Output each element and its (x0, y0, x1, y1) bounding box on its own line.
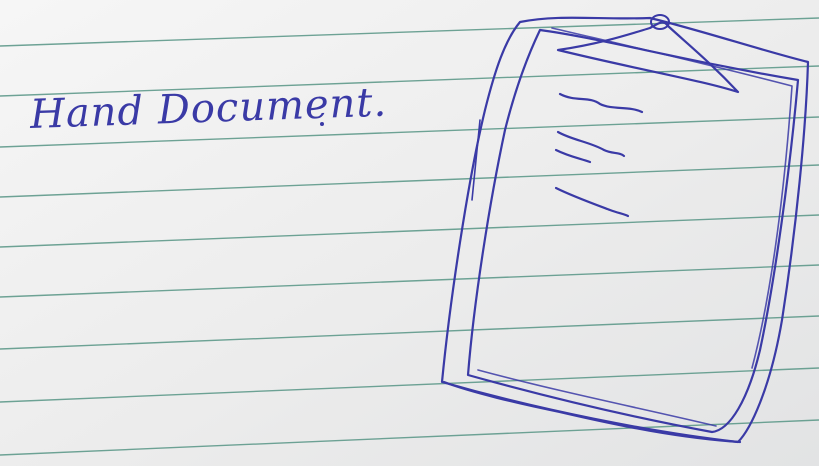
paper-canvas (0, 0, 819, 466)
notebook-photo: Hand Document. (0, 0, 819, 466)
